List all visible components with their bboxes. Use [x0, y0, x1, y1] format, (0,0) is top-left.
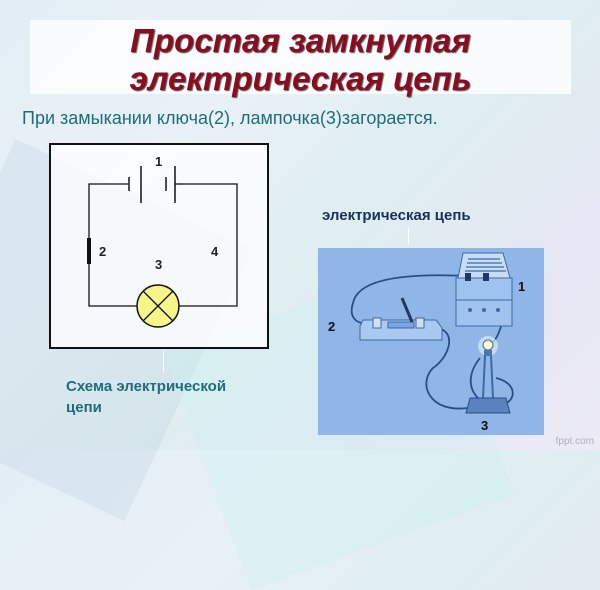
photo-label-lamp: 3: [481, 418, 488, 433]
watermark: fppt.com: [555, 436, 594, 447]
slide-subtitle: При замыкании ключа(2), лампочка(3)загор…: [22, 108, 438, 128]
photo-caption: электрическая цепь: [322, 207, 471, 224]
key-icon: [87, 238, 91, 264]
photo-label-key: 2: [328, 319, 335, 334]
circuit-schematic: 1 2 3 4: [49, 143, 269, 349]
slide-title: Простая замкнутая электрическая цепь: [30, 22, 571, 98]
lamp-icon: [482, 339, 494, 351]
circuit-illustration: 1 2 3: [328, 252, 525, 433]
title-panel: [30, 20, 571, 94]
schematic-drawing: 1 2 3 4: [87, 154, 238, 328]
title-line-2: электрическая цепь: [129, 60, 472, 97]
schema-caption: Схема электрической цепи: [66, 378, 227, 416]
arrow-down-icon: [163, 350, 164, 372]
label-wires: 4: [211, 244, 219, 259]
circuit-photo: 1 2 3: [318, 248, 544, 435]
label-key: 2: [99, 244, 106, 259]
label-battery: 1: [155, 154, 162, 169]
label-lamp: 3: [155, 257, 162, 272]
title-line-1: Простая замкнутая: [130, 22, 471, 59]
photo-label-battery: 1: [518, 279, 525, 294]
arrow-down-icon: [408, 228, 409, 244]
